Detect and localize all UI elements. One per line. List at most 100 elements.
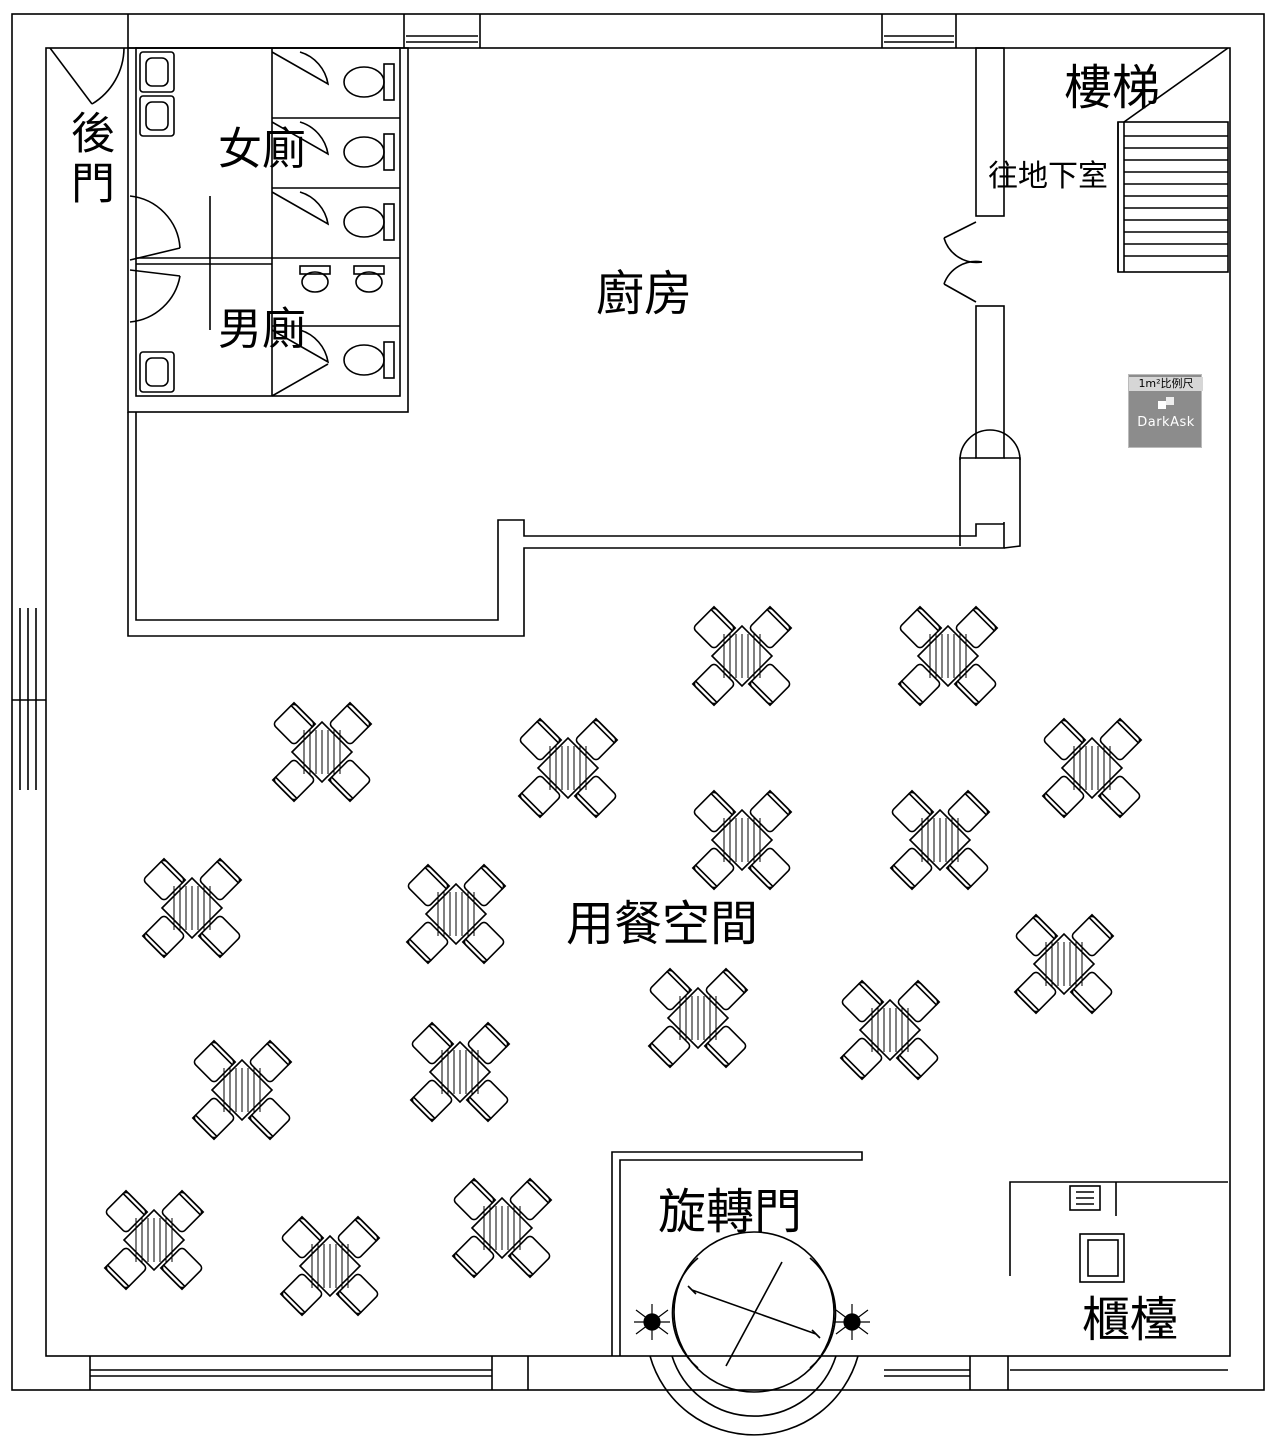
chair	[405, 921, 449, 965]
chair	[1069, 971, 1113, 1015]
chair	[517, 775, 561, 819]
to-basement-label: 往地下室	[988, 159, 1108, 194]
sink-icon	[139, 95, 175, 137]
table-set	[897, 605, 999, 707]
chair	[161, 1189, 205, 1233]
table-set	[191, 1039, 293, 1141]
chair	[141, 915, 185, 959]
chair	[465, 1079, 509, 1123]
chair	[329, 701, 373, 745]
chair	[105, 1189, 149, 1233]
dining-area-label: 用餐空間	[566, 896, 759, 952]
table-set	[409, 1021, 511, 1123]
chair	[839, 1037, 883, 1081]
chair	[1099, 717, 1143, 761]
chair	[889, 847, 933, 891]
chair	[199, 857, 243, 901]
table-top	[908, 808, 972, 872]
chair	[895, 1037, 939, 1081]
urinal-icon	[353, 265, 385, 293]
chair	[411, 1021, 455, 1065]
chair	[897, 979, 941, 1023]
chair	[705, 967, 749, 1011]
kitchen-label: 廚房	[596, 266, 693, 322]
table-top	[710, 624, 774, 688]
toilet-icon	[343, 133, 395, 171]
scale-badge: 1m²比例尺 DarkAsk	[1128, 374, 1203, 448]
chair	[691, 847, 735, 891]
restroom-block	[127, 47, 409, 413]
chair	[509, 1177, 553, 1221]
chair	[749, 789, 793, 833]
table-top	[1060, 736, 1124, 800]
chair	[841, 979, 885, 1023]
chair	[249, 1039, 293, 1083]
chair	[407, 863, 451, 907]
chair	[955, 605, 999, 649]
table-set	[405, 863, 507, 965]
table-set	[279, 1215, 381, 1317]
womens-restroom-label: 女廁	[218, 124, 306, 175]
dining-tables	[103, 605, 1143, 1317]
chair	[897, 663, 941, 707]
table-set	[271, 701, 373, 803]
cube-icon	[1158, 397, 1174, 409]
chair	[193, 1039, 237, 1083]
chair	[747, 847, 791, 891]
chair	[891, 789, 935, 833]
table-set	[1013, 913, 1115, 1015]
table-top	[298, 1234, 362, 1298]
chair	[143, 857, 187, 901]
table-top	[710, 808, 774, 872]
chair	[519, 717, 563, 761]
chair	[453, 1177, 497, 1221]
mens-restroom-label: 男廁	[218, 304, 306, 355]
table-set	[103, 1189, 205, 1291]
stairs-label: 樓梯	[1064, 60, 1161, 116]
chair	[247, 1097, 291, 1141]
chair	[279, 1273, 323, 1317]
plant-icon	[834, 1304, 870, 1340]
chair	[899, 605, 943, 649]
table-set	[691, 605, 793, 707]
chair	[575, 717, 619, 761]
stairs	[1117, 47, 1229, 273]
chair	[103, 1247, 147, 1291]
chair	[947, 789, 991, 833]
table-set	[647, 967, 749, 1069]
chair	[463, 863, 507, 907]
kitchen-walls	[127, 47, 1021, 637]
chair	[1043, 717, 1087, 761]
back-door-label: 後門	[63, 110, 114, 210]
chair	[649, 967, 693, 1011]
chair	[1041, 775, 1085, 819]
chair	[693, 789, 737, 833]
counter-label: 櫃檯	[1082, 1292, 1179, 1348]
chair	[945, 847, 989, 891]
plant-icon	[634, 1304, 670, 1340]
revolving-door-label: 旋轉門	[658, 1184, 803, 1240]
chair	[337, 1215, 381, 1259]
table-top	[290, 720, 354, 784]
sink-icon	[139, 351, 175, 393]
table-set	[1041, 717, 1143, 819]
chair	[691, 663, 735, 707]
chair	[461, 921, 505, 965]
chair	[335, 1273, 379, 1317]
toilet-icon	[343, 341, 395, 379]
toilet-icon	[343, 63, 395, 101]
chair	[281, 1215, 325, 1259]
scale-caption: 1m²比例尺	[1129, 377, 1203, 391]
table-top	[536, 736, 600, 800]
table-set	[889, 789, 991, 891]
chair	[271, 759, 315, 803]
chair	[1015, 913, 1059, 957]
chair	[327, 759, 371, 803]
table-set	[517, 717, 619, 819]
chair	[647, 1025, 691, 1069]
chair	[273, 701, 317, 745]
chair	[749, 605, 793, 649]
chair	[1097, 775, 1141, 819]
table-top	[1032, 932, 1096, 996]
